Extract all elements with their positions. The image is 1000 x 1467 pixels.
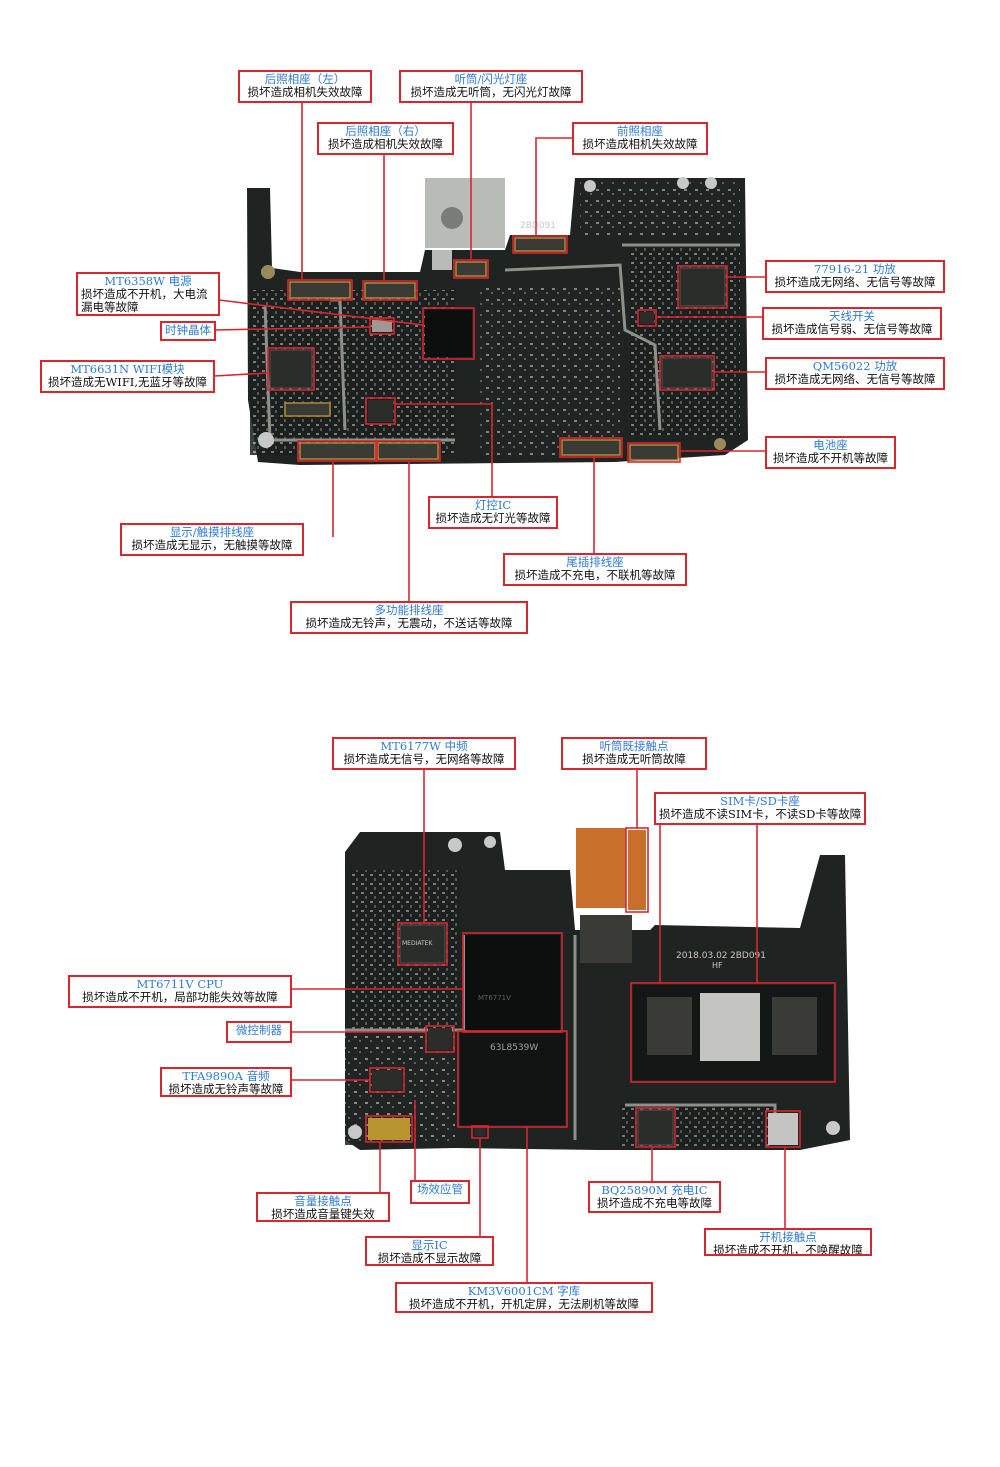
label-light-control-ic: 灯控IC 损坏造成无灯光等故障 [428, 496, 558, 529]
label-desc: 损坏造成信号弱、无信号等故障 [771, 322, 933, 336]
label-title: 微控制器 [236, 1023, 282, 1037]
label-charge-ic: BQ25890M 充电IC 损坏造成不充电等故障 [588, 1181, 721, 1213]
label-audio-amp: TFA9890A 音频 损坏造成无铃声等故障 [160, 1067, 292, 1097]
label-desc: 损坏造成无网络、无信号等故障 [774, 275, 936, 289]
label-title: KM3V6001CM 字库 [467, 1284, 581, 1298]
label-rear-camera-left: 后照相座（左） 损坏造成相机失效故障 [238, 70, 372, 103]
label-multifunction-connector: 多功能排线座 损坏造成无铃声，无震动，不送话等故障 [290, 601, 528, 634]
cpu-marking: MT6771V [478, 994, 511, 1002]
label-title: 多功能排线座 [374, 603, 444, 617]
label-desc: 损坏造成相机失效故障 [582, 137, 698, 151]
label-title: 显示/触摸排线座 [169, 525, 255, 539]
label-desc: 损坏造成无听筒，无闪光灯故障 [410, 85, 572, 99]
label-title: 时钟晶体 [165, 323, 211, 337]
label-desc: 损坏造成不开机，大电流 [81, 287, 208, 301]
label-title: 后照相座（右） [345, 124, 426, 138]
label-volume-contact: 音量接触点 损坏造成音量键失效 [256, 1192, 390, 1222]
label-desc: 损坏造成不开机等故障 [773, 451, 888, 465]
label-power-amp-1: 77916-21 功放 损坏造成无网络、无信号等故障 [765, 260, 945, 293]
label-microcontroller: 微控制器 [226, 1021, 292, 1043]
label-title: 天线开关 [829, 309, 875, 323]
label-desc: 损坏造成无铃声，无震动，不送话等故障 [305, 616, 513, 630]
label-title: 电池座 [813, 438, 848, 452]
label-desc: 损坏造成无信号，无网络等故障 [343, 752, 505, 766]
label-power-key-contact: 开机接触点 损坏造成不开机，不唤醒故障 [704, 1228, 872, 1256]
label-title: 前照相座 [617, 124, 663, 138]
label-mosfet: 场效应管 [410, 1180, 470, 1204]
label-rear-camera-right: 后照相座（右） 损坏造成相机失效故障 [317, 122, 454, 155]
label-title: MT6358W 电源 [104, 274, 192, 288]
leader-lines [213, 102, 836, 1283]
label-desc: 损坏造成无WIFI,无蓝牙等故障 [47, 375, 208, 389]
label-desc: 损坏造成不读SIM卡，不读SD卡等故障 [659, 807, 862, 821]
label-display-ic: 显示IC 损坏造成不显示故障 [365, 1236, 494, 1266]
label-sim-sd-slot: SIM卡/SD卡座 损坏造成不读SIM卡，不读SD卡等故障 [654, 792, 866, 825]
label-desc: 损坏造成不开机，局部功能失效等故障 [82, 990, 278, 1004]
top-board [247, 177, 748, 465]
label-if-chip: MT6177W 中频 损坏造成无信号，无网络等故障 [332, 737, 516, 770]
emmc-marking: 63L8539W [490, 1043, 538, 1053]
label-desc: 损坏造成无铃声等故障 [168, 1082, 284, 1096]
label-title: 显示IC [411, 1238, 448, 1252]
label-title: MT6711V CPU [136, 977, 224, 991]
label-title: BQ25890M 充电IC [601, 1183, 708, 1197]
label-title: 音量接触点 [294, 1194, 352, 1208]
label-title: 开机接触点 [759, 1230, 817, 1244]
label-earpiece-contact: 听筒既接触点 损坏造成无听筒故障 [561, 737, 707, 770]
label-emmc: KM3V6001CM 字库 损坏造成不开机，开机定屏，无法刷机等故障 [395, 1282, 653, 1313]
label-desc: 损坏造成相机失效故障 [247, 85, 363, 99]
mt-chip-marking: MEDIATEK [402, 940, 433, 947]
label-battery-connector: 电池座 损坏造成不开机等故障 [765, 436, 896, 469]
label-title: 听筒既接触点 [599, 739, 669, 753]
label-title: SIM卡/SD卡座 [720, 794, 800, 808]
label-title: 场效应管 [417, 1182, 463, 1196]
label-tail-connector: 尾插排线座 损坏造成不充电，不联机等故障 [503, 553, 687, 586]
label-antenna-switch: 天线开关 损坏造成信号弱、无信号等故障 [762, 307, 942, 340]
label-display-touch-connector: 显示/触摸排线座 损坏造成无显示，无触摸等故障 [120, 523, 304, 556]
label-desc: 损坏造成不显示故障 [377, 1251, 482, 1265]
bottom-board-date: 2018.03.02 [676, 951, 728, 961]
label-title: MT6631N WIFI模块 [70, 362, 185, 376]
label-title: QM56022 功放 [812, 359, 898, 373]
bottom-board [345, 828, 850, 1150]
label-cpu: MT6711V CPU 损坏造成不开机，局部功能失效等故障 [68, 975, 292, 1008]
bottom-board-hf: HF [712, 961, 723, 970]
label-front-camera: 前照相座 损坏造成相机失效故障 [572, 122, 708, 155]
label-desc: 损坏造成不开机，开机定屏，无法刷机等故障 [409, 1297, 639, 1311]
label-title: 后照相座（左） [264, 72, 346, 86]
bottom-board-code: 2BD091 [730, 951, 766, 961]
label-desc: 损坏造成不充电等故障 [597, 1196, 712, 1210]
label-title: MT6177W 中频 [380, 739, 468, 753]
label-desc: 损坏造成相机失效故障 [328, 137, 443, 151]
label-desc: 损坏造成无网络、无信号等故障 [774, 372, 936, 386]
label-desc: 损坏造成音量键失效 [271, 1207, 375, 1221]
label-desc: 漏电等故障 [81, 300, 139, 314]
label-power-amp-2: QM56022 功放 损坏造成无网络、无信号等故障 [765, 357, 945, 390]
label-wifi-module: MT6631N WIFI模块 损坏造成无WIFI,无蓝牙等故障 [40, 360, 215, 393]
label-desc: 损坏造成无听筒故障 [582, 752, 686, 766]
label-desc: 损坏造成无显示，无触摸等故障 [131, 538, 293, 552]
label-desc: 损坏造成不开机，不唤醒故障 [713, 1243, 863, 1256]
label-title: 灯控IC [474, 498, 512, 512]
label-power-ic: MT6358W 电源 损坏造成不开机，大电流 漏电等故障 [76, 272, 220, 316]
label-title: 尾插排线座 [566, 555, 624, 569]
label-clock-crystal: 时钟晶体 [160, 321, 216, 341]
label-title: 77916-21 功放 [814, 262, 896, 276]
top-board-code: 2BD091 [520, 221, 556, 231]
label-title: 听筒/闪光灯座 [454, 72, 528, 86]
label-earpiece-flash: 听筒/闪光灯座 损坏造成无听筒，无闪光灯故障 [399, 70, 583, 103]
label-title: TFA9890A 音频 [182, 1069, 270, 1083]
label-desc: 损坏造成不充电，不联机等故障 [514, 568, 676, 582]
label-desc: 损坏造成无灯光等故障 [435, 511, 551, 525]
